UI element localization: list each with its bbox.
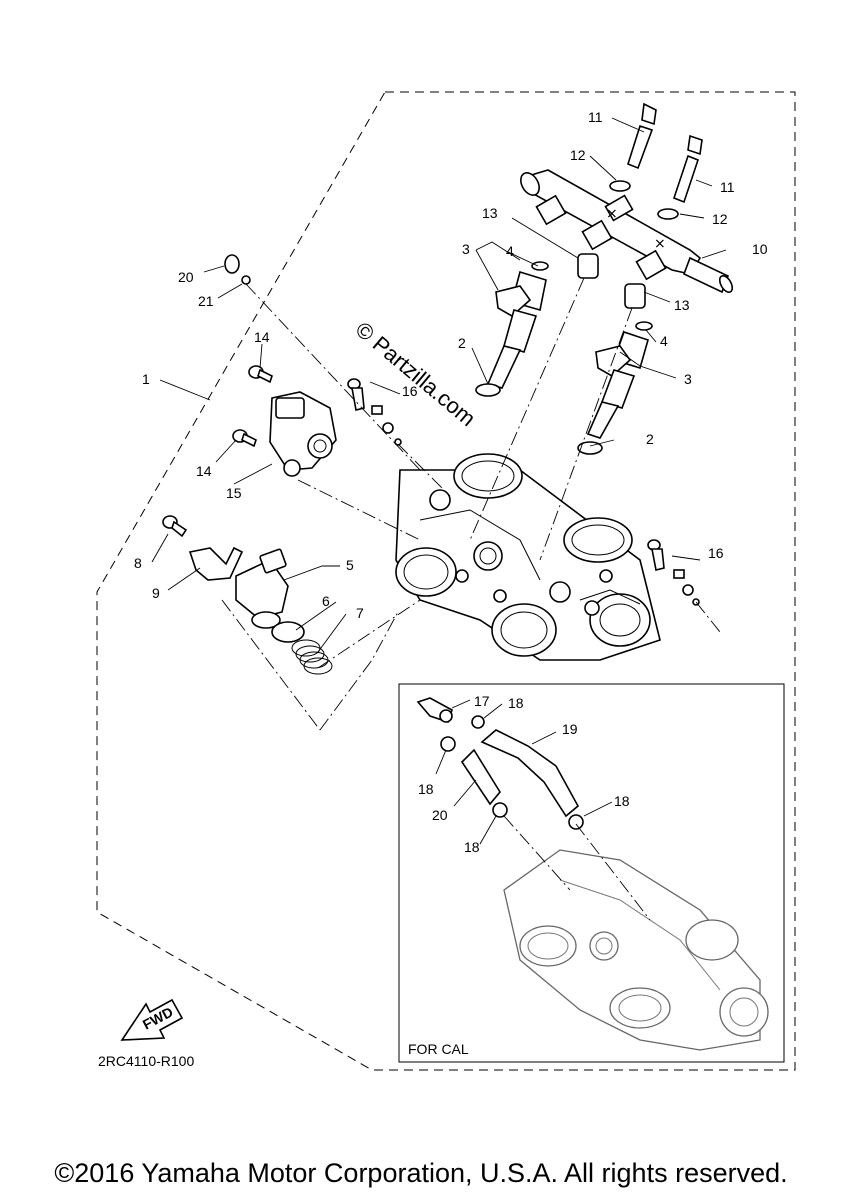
callout-18-bottom: 18 (464, 839, 480, 855)
screw-14-upper (248, 365, 273, 384)
collar-12-left (609, 180, 631, 192)
callout-13-upper: 13 (482, 205, 498, 221)
copyright-notice: ©2016 Yamaha Motor Corporation, U.S.A. A… (54, 1158, 788, 1188)
callout-17: 17 (474, 693, 490, 709)
callout-leaders (151, 117, 727, 653)
callout-11-upper: 11 (588, 109, 603, 125)
callout-10: 10 (752, 241, 768, 257)
cap-21 (224, 254, 240, 274)
spacer-13-left (577, 253, 599, 279)
throttle-position-sensor (269, 391, 337, 477)
bolt-11-left (627, 102, 657, 170)
screw-set-16-upper (347, 378, 402, 446)
callout-14-upper: 14 (254, 329, 270, 345)
cal-inset-callouts: 17 18 18 18 18 19 20 (418, 693, 630, 855)
callout-3-upper: 3 (462, 241, 470, 257)
callout-18-left: 18 (418, 781, 434, 797)
callout-15: 15 (226, 485, 242, 501)
callout-numbers: 1 2 2 3 3 4 4 5 6 7 8 9 10 11 11 12 12 1… (134, 109, 768, 621)
bolt-11-right (673, 134, 703, 204)
collar-12-right (657, 208, 679, 220)
cal-inset-parts (416, 697, 769, 1051)
callout-9: 9 (152, 585, 160, 601)
o-ring-6 (271, 621, 305, 643)
screw-14-lower (232, 429, 257, 448)
callout-12-lower: 12 (712, 211, 728, 227)
svg-text:⨯: ⨯ (654, 235, 666, 251)
fuel-injector-right (577, 321, 653, 455)
callout-5: 5 (346, 557, 354, 573)
drawing-code: 2RC4110-R100 (98, 1053, 194, 1069)
callout-6: 6 (322, 593, 330, 609)
svg-text:⨯: ⨯ (606, 205, 618, 221)
cal-inset-leaders (435, 699, 613, 845)
callout-7: 7 (356, 605, 364, 621)
callout-3-lower: 3 (684, 371, 692, 387)
callout-4-lower: 4 (660, 333, 668, 349)
callout-19: 19 (562, 721, 578, 737)
callout-2-lower: 2 (646, 431, 654, 447)
callout-21: 20 (178, 269, 194, 285)
callout-11-lower: 11 (720, 179, 735, 195)
forward-direction-arrow: FWD (120, 998, 184, 1041)
callout-16-lower: 16 (708, 545, 724, 561)
assembly-lines (221, 277, 721, 731)
callout-13-lower: 13 (674, 297, 690, 313)
screw-set-16-lower (647, 539, 700, 606)
bracket-9 (188, 546, 244, 581)
callout-1: 1 (142, 371, 150, 387)
screw-8 (162, 515, 188, 538)
callout-18-right: 18 (614, 793, 630, 809)
fuel-delivery-pipe: ⨯ ⨯ (520, 169, 734, 294)
callout-2-upper: 2 (458, 335, 466, 351)
spring-7 (291, 639, 333, 675)
callout-22: 21 (198, 293, 214, 309)
fuel-injector-left (475, 261, 549, 397)
ring-22 (241, 275, 251, 285)
cal-inset-box (398, 683, 785, 1063)
throttle-body-assembly (395, 453, 661, 661)
spacer-13-right (624, 283, 646, 309)
callout-16-upper: 16 (402, 383, 418, 399)
callout-20: 20 (432, 807, 448, 823)
callout-4-upper: 4 (506, 243, 514, 259)
intake-sensor-5 (235, 548, 289, 629)
callout-14-lower: 14 (196, 463, 212, 479)
assembly-outline (96, 91, 796, 1071)
callout-18-top: 18 (508, 695, 524, 711)
callout-12-upper: 12 (570, 147, 586, 163)
inset-label: FOR CAL (408, 1041, 469, 1057)
callout-8: 8 (134, 555, 142, 571)
watermark: © Partzilla.com (351, 317, 481, 431)
